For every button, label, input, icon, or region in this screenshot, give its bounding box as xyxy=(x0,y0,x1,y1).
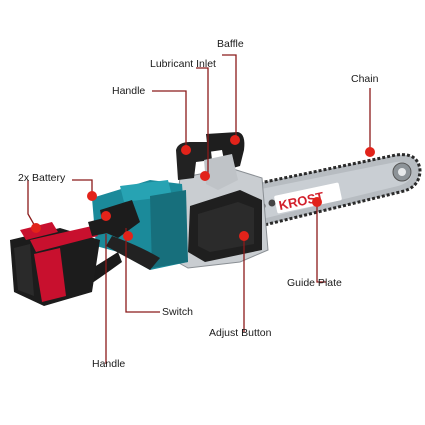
callout-lines xyxy=(27,54,371,364)
dot-switch xyxy=(123,231,133,241)
dot-handle-top xyxy=(181,145,191,155)
label-baffle: Baffle xyxy=(217,38,244,50)
label-adjust-button: Adjust Button xyxy=(209,327,272,339)
dot-handle-bottom xyxy=(101,211,111,221)
callout-dots xyxy=(31,135,375,241)
dot-guide-plate xyxy=(312,197,322,207)
label-handle-top: Handle xyxy=(112,85,146,97)
label-lubricant-inlet: Lubricant Inlet xyxy=(150,58,216,70)
dot-adjust-button xyxy=(239,231,249,241)
label-chain: Chain xyxy=(351,73,379,85)
dot-chain xyxy=(365,147,375,157)
battery-pack xyxy=(10,214,124,306)
guide-bar: KROST xyxy=(248,153,422,230)
label-handle-bottom: Handle xyxy=(92,358,126,370)
dot-battery-2 xyxy=(31,223,41,233)
dot-lubricant-inlet xyxy=(200,171,210,181)
dot-battery xyxy=(87,191,97,201)
label-battery: 2x Battery xyxy=(18,172,66,184)
dot-baffle xyxy=(230,135,240,145)
label-guide-plate: Guide Plate xyxy=(287,277,342,289)
label-switch: Switch xyxy=(162,306,193,318)
